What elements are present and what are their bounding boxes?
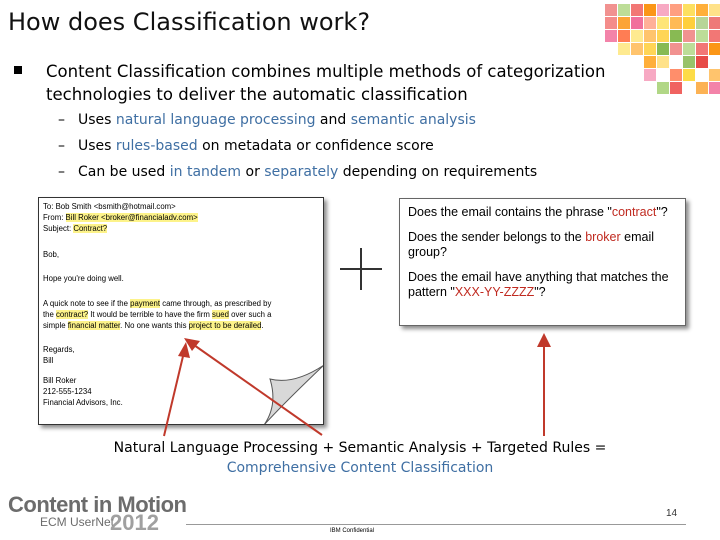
logo-line-2: ECM UserNet (40, 515, 115, 529)
decorative-cubes-graphic (605, 4, 720, 94)
arrow-diagonal-icon (184, 338, 323, 436)
main-bullet-text: Content Classification combines multiple… (46, 62, 606, 104)
email-line1: Hope you're doing well. (43, 274, 124, 283)
rule-question-2: Does the sender belongs to the broker em… (408, 230, 654, 259)
email-regards: Regards, (43, 345, 75, 354)
square-bullet-icon (14, 66, 22, 74)
slide-title: How does Classification work? (8, 8, 371, 36)
main-bullet: Content Classification combines multiple… (14, 60, 614, 106)
email-sig-phone: 212-555-1234 (43, 387, 92, 396)
event-logo: Content in Motion ECM UserNet 2012 (8, 492, 187, 536)
summary-line-2: Comprehensive Content Classification (226, 460, 494, 476)
sub-bullet-2: –Uses rules-based on metadata or confide… (58, 138, 434, 154)
logo-line-3: 2012 (110, 510, 159, 535)
email-example: To: Bob Smith <bsmith@hotmail.com> From:… (38, 197, 324, 425)
logo-line-1: Content in Motion (8, 492, 187, 517)
confidential-label: IBM Confidential (330, 528, 375, 534)
page-number: 14 (666, 508, 678, 519)
email-body: A quick note to see if the payment came … (43, 299, 272, 330)
email-to: To: Bob Smith <bsmith@hotmail.com> (43, 202, 176, 211)
sub-bullet-1: –Uses natural language processing and se… (58, 112, 476, 128)
email-sig-company: Financial Advisors, Inc. (43, 398, 123, 407)
rule-question-3: Does the email have anything that matche… (408, 270, 669, 299)
summary-text: Natural Language Processing + Semantic A… (0, 438, 720, 478)
plus-icon (340, 248, 382, 290)
arrow-up-icon (163, 342, 190, 437)
summary-line-1: Natural Language Processing + Semantic A… (113, 440, 607, 456)
email-greeting: Bob, (43, 250, 60, 259)
rule-question-1: Does the email contains the phrase "cont… (408, 205, 668, 219)
email-sign: Bill (43, 356, 54, 365)
arrow-up-right-icon (537, 333, 551, 436)
footer-divider (186, 524, 686, 525)
rules-box: Does the email contains the phrase "cont… (399, 198, 686, 326)
email-subject: Subject: Contract? (43, 224, 108, 233)
sub-bullet-3: –Can be used in tandem or separately dep… (58, 164, 538, 180)
email-sig-name: Bill Roker (43, 376, 77, 385)
email-from: From: Bill Roker <broker@financialadv.co… (43, 213, 198, 222)
page-curl-icon (264, 365, 323, 424)
